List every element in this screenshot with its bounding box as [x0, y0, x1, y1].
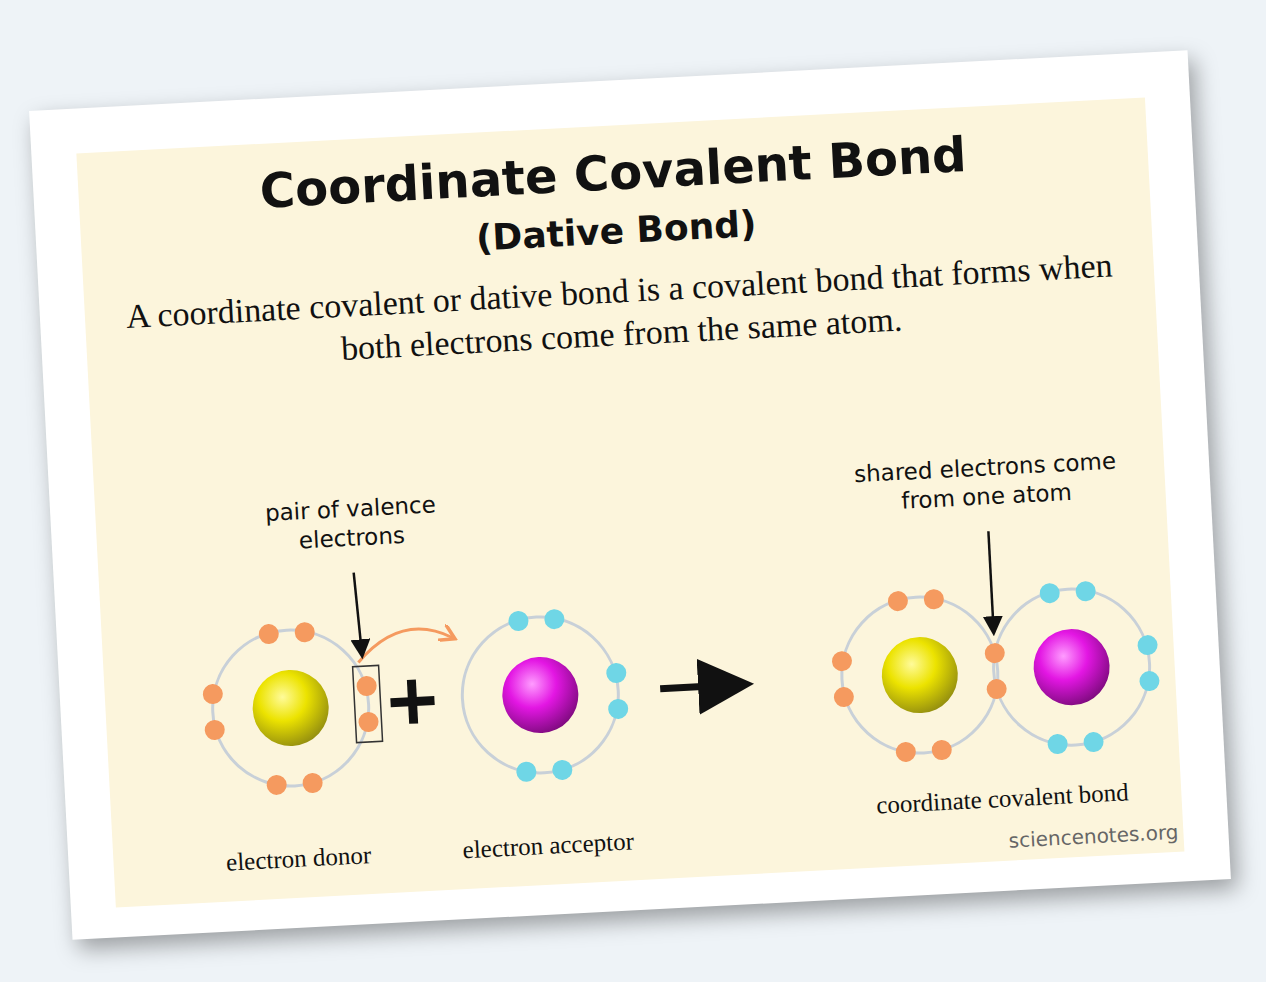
transfer-arrow — [357, 627, 453, 662]
donor-atom — [199, 618, 385, 798]
annotation: pair of valence electrons — [245, 489, 458, 557]
leader-line — [354, 572, 362, 654]
reaction-arrow — [660, 684, 740, 688]
leader-line — [988, 531, 993, 631]
product-molecule — [828, 578, 1163, 766]
plus-sign — [389, 679, 435, 725]
acceptor-atom — [458, 606, 632, 785]
card: Coordinate Covalent Bond(Dative Bond)A c… — [29, 50, 1231, 940]
